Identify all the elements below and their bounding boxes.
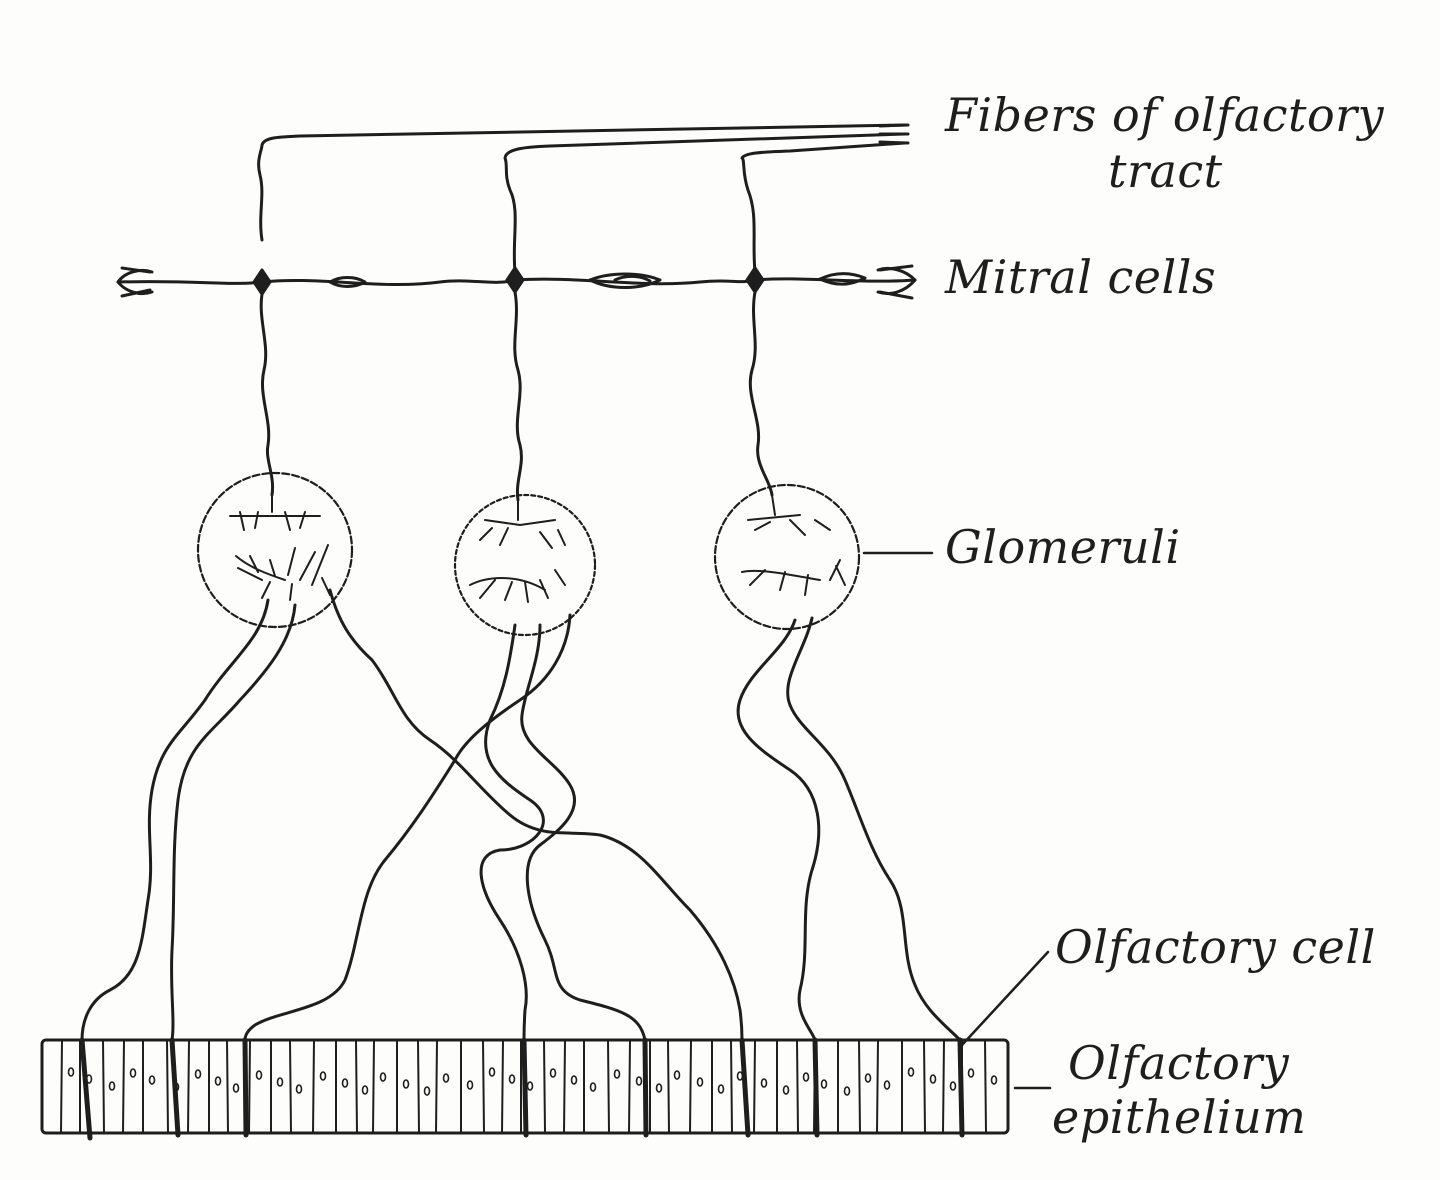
- epithelium-cell-wall: [628, 1039, 631, 1134]
- epithelium-cell-wall: [417, 1039, 420, 1134]
- epithelium-cell-wall: [166, 1039, 169, 1134]
- olfactory-epithelium: [40, 1037, 1010, 1141]
- epithelium-cell-nucleus: [613, 1069, 621, 1079]
- label-fibers-of-olfactory-tract-line2: tract: [1108, 144, 1223, 198]
- epithelium-cell-nucleus: [255, 1070, 263, 1080]
- epithelium-cell-nucleus: [990, 1075, 998, 1085]
- epithelium-cell-nucleus: [802, 1072, 810, 1082]
- epithelium-cell-nucleus: [108, 1081, 116, 1091]
- epithelium-cell-nucleus: [696, 1077, 704, 1087]
- epithelium-cell-nucleus: [907, 1067, 915, 1077]
- epithelium-cell-nucleus: [526, 1081, 534, 1091]
- mitral-cell-body-3: [745, 266, 765, 294]
- epithelium-cell-nucleus: [402, 1079, 410, 1089]
- epithelium-cell-nucleus: [466, 1080, 474, 1090]
- epithelium-cell-nucleus: [488, 1067, 496, 1077]
- epithelium-cell-nucleus: [589, 1082, 597, 1092]
- epithelium-cell-nucleus: [232, 1083, 240, 1093]
- epithelium-cell-wall: [501, 1039, 504, 1134]
- glomeruli: [196, 471, 861, 637]
- epithelium-cell-wall: [942, 1039, 945, 1134]
- glomerulus-1: [196, 471, 354, 629]
- epithelium-cell-nucleus: [129, 1068, 137, 1078]
- mitral-dendrites: [259, 290, 774, 502]
- label-olfactory-epithelium-line1: Olfactory: [1068, 1036, 1290, 1090]
- epithelium-cell-nucleus: [967, 1068, 975, 1078]
- epithelium-cell-nucleus: [929, 1074, 937, 1084]
- epithelium-cell-wall: [248, 1039, 251, 1134]
- epithelium-cell-nucleus: [949, 1081, 957, 1091]
- glomerulus-3: [713, 483, 861, 631]
- epithelium-cell-wall: [187, 1039, 190, 1134]
- epithelium-cell-wall: [435, 1039, 438, 1134]
- epithelium-cell-nucleus: [864, 1073, 872, 1083]
- epithelium-cell-wall: [689, 1039, 692, 1134]
- epithelium-cell-wall: [876, 1039, 879, 1134]
- epithelium-cell-wall: [226, 1039, 229, 1134]
- epithelium-cell-nucleus: [319, 1071, 327, 1081]
- epithelium-cell-nucleus: [295, 1084, 303, 1094]
- leader-lines: [862, 551, 1052, 1090]
- epithelium-cell-nucleus: [782, 1085, 790, 1095]
- label-mitral-cells: Mitral cells: [945, 250, 1217, 304]
- epithelium-cell-wall: [667, 1039, 670, 1134]
- epithelium-cell-nucleus: [341, 1078, 349, 1088]
- epithelium-cell-nucleus: [148, 1075, 156, 1085]
- epithelium-cell-wall: [984, 1039, 987, 1134]
- epithelium-cell-wall: [607, 1039, 610, 1134]
- epithelium-cell-wall: [312, 1039, 315, 1134]
- epithelium-cell-wall: [355, 1039, 358, 1134]
- epithelium-cell-nucleus: [276, 1077, 284, 1087]
- label-glomeruli: Glomeruli: [945, 520, 1181, 574]
- mitral-cell-layer: [116, 264, 917, 300]
- epithelium-cell-nucleus: [570, 1075, 578, 1085]
- epithelium-cell-nucleus: [67, 1067, 75, 1077]
- epithelium-cell-nucleus: [423, 1086, 431, 1096]
- mitral-cell-body-2: [505, 266, 525, 294]
- epithelium-cell-nucleus: [717, 1084, 725, 1094]
- epithelium-cell-nucleus: [508, 1074, 516, 1084]
- epithelium-cell-wall: [122, 1039, 125, 1134]
- epithelium-cell-nucleus: [655, 1083, 663, 1093]
- label-olfactory-cell: Olfactory cell: [1055, 920, 1376, 974]
- epithelium-cell-nucleus: [361, 1085, 369, 1095]
- epithelium-cell-wall: [102, 1039, 105, 1134]
- olfactory-tract-fibers: [257, 123, 910, 274]
- label-olfactory-epithelium-line2: epithelium: [1052, 1090, 1307, 1144]
- epithelium-cell-nucleus: [673, 1070, 681, 1080]
- glomerulus-2: [453, 493, 597, 637]
- epithelium-cell-nucleus: [549, 1068, 557, 1078]
- epithelium-cell-nucleus: [379, 1072, 387, 1082]
- epithelium-cell-nucleus: [194, 1069, 202, 1079]
- mitral-cell-body-1: [252, 268, 272, 296]
- epithelium-cell-nucleus: [820, 1079, 828, 1089]
- olfactory-cell-leader: [960, 950, 1050, 1047]
- epithelium-cell-wall: [543, 1039, 546, 1134]
- epithelium-cell-nucleus: [635, 1076, 643, 1086]
- epithelium-cell-wall: [753, 1039, 756, 1134]
- epithelium-cell-wall: [289, 1039, 292, 1134]
- epithelium-cell-wall: [372, 1039, 375, 1134]
- epithelium-cell-wall: [858, 1039, 861, 1134]
- epithelium-cell-nucleus: [883, 1080, 891, 1090]
- epithelium-cell-wall: [796, 1039, 799, 1134]
- label-fibers-of-olfactory-tract-line1: Fibers of olfactory: [945, 88, 1385, 142]
- epithelium-cell-nucleus: [442, 1073, 450, 1083]
- epithelium-cell-nucleus: [760, 1078, 768, 1088]
- olfactory-nerve-fibers: [80, 588, 962, 1042]
- epithelium-cell-wall: [482, 1039, 485, 1134]
- epithelium-cell-wall: [730, 1039, 733, 1134]
- epithelium-cell-wall: [563, 1039, 566, 1134]
- epithelium-cell-nucleus: [843, 1086, 851, 1096]
- epithelium-cell-wall: [923, 1039, 926, 1134]
- epithelium-cell-nucleus: [214, 1076, 222, 1086]
- epithelium-cell-wall: [60, 1039, 63, 1134]
